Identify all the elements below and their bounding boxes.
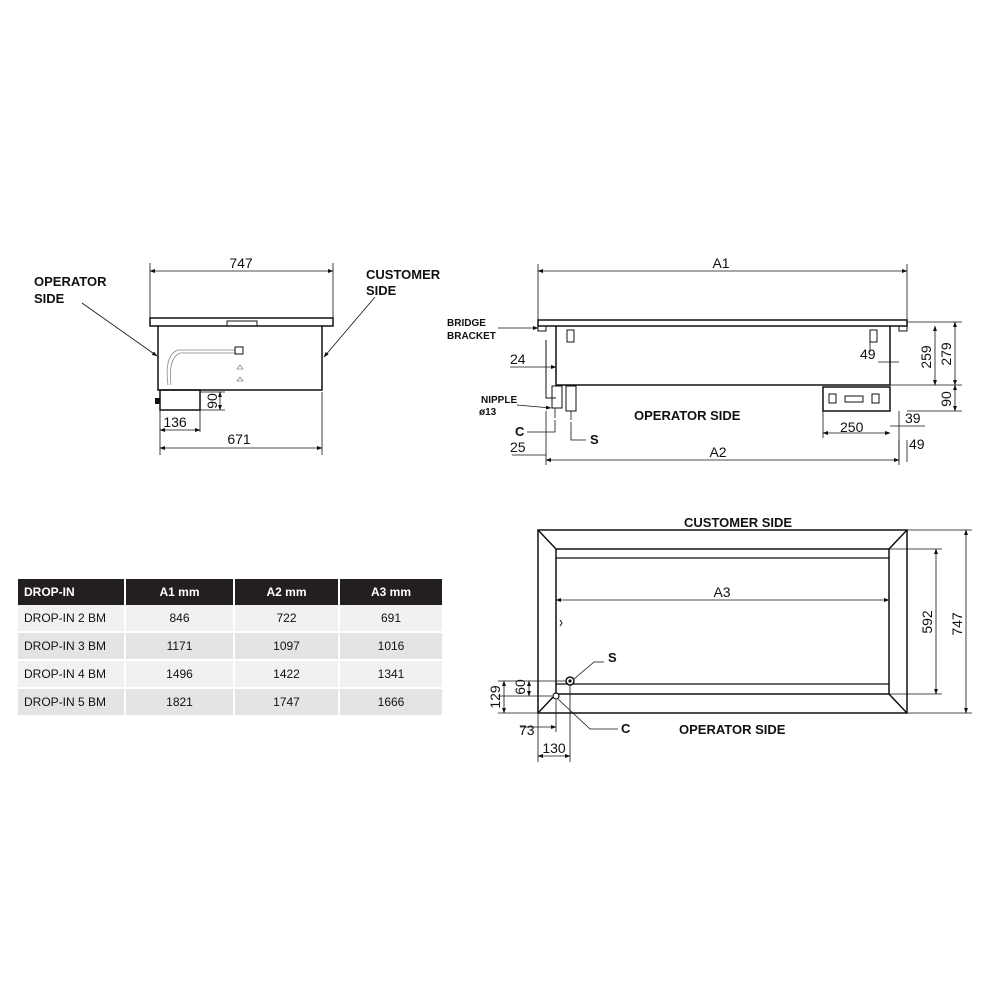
header-a1: A1 mm [125, 579, 235, 605]
nipple-label-2: ø13 [479, 407, 497, 418]
cell-a2: 1747 [234, 688, 340, 717]
dim-592-text: 592 [919, 610, 935, 634]
dimensions-table: DROP-IN A1 mm A2 mm A3 mm DROP-IN 2 BM 8… [18, 579, 442, 717]
front-s-label: S [590, 432, 599, 447]
front-operator-label: OPERATOR SIDE [634, 408, 741, 423]
cell-a3: 1666 [339, 688, 442, 717]
bridge-label-2: BRACKET [447, 331, 496, 342]
dim-25-text: 25 [510, 439, 526, 455]
cell-model: DROP-IN 5 BM [18, 688, 126, 717]
cell-a1: 1171 [125, 632, 235, 661]
dim-90-text: 90 [204, 393, 220, 409]
cell-a1: 846 [125, 605, 235, 633]
dim-250-text: 250 [840, 419, 864, 435]
top-view: CUSTOMER SIDE OPERATOR SIDE A3 592 747 [487, 515, 972, 762]
table-header-row: DROP-IN A1 mm A2 mm A3 mm [18, 579, 442, 605]
c-connector [552, 692, 560, 700]
cell-model: DROP-IN 3 BM [18, 632, 126, 661]
cell-model: DROP-IN 4 BM [18, 660, 126, 689]
table-row: DROP-IN 4 BM 1496 1422 1341 [18, 660, 442, 689]
dim-39-text: 39 [905, 410, 921, 426]
dim-279-text: 279 [938, 342, 954, 366]
cell-a1: 1821 [125, 688, 235, 717]
header-a3: A3 mm [339, 579, 442, 605]
dim-747-top-text: 747 [949, 612, 965, 636]
cell-a3: 691 [339, 605, 442, 633]
table-row: DROP-IN 5 BM 1821 1747 1666 [18, 688, 442, 717]
dim-130-text: 130 [542, 740, 566, 756]
nipple-label-1: NIPPLE [481, 395, 517, 406]
top-customer-label: CUSTOMER SIDE [684, 515, 792, 530]
cell-a2: 1422 [234, 660, 340, 689]
cell-a2: 722 [234, 605, 340, 633]
top-plate [149, 317, 334, 327]
control-box [159, 389, 201, 411]
top-operator-label: OPERATOR SIDE [679, 722, 786, 737]
dim-90-front-text: 90 [938, 391, 954, 407]
outer-frame [537, 529, 908, 714]
dim-60-text: 60 [512, 679, 528, 695]
header-a2: A2 mm [234, 579, 340, 605]
dim-136-text: 136 [163, 414, 187, 430]
header-model: DROP-IN [18, 579, 126, 605]
table-row: DROP-IN 2 BM 846 722 691 [18, 605, 442, 633]
front-view: A1 BRIDGE BRACKET 24 NIPPLE ø13 C [447, 255, 962, 465]
front-well [555, 326, 891, 386]
operator-side-label-1: OPERATOR [34, 274, 107, 289]
front-c-label: C [515, 424, 525, 439]
operator-side-label-2: SIDE [34, 291, 65, 306]
dim-a1-text: A1 [712, 255, 729, 271]
front-control-box [822, 386, 891, 412]
cell-model: DROP-IN 2 BM [18, 605, 126, 633]
front-top-plate [537, 319, 908, 327]
top-c-label: C [621, 721, 631, 736]
side-view: 747 90 136 671 OPERATOR SIDE CUSTOME [34, 255, 441, 455]
cell-a3: 1016 [339, 632, 442, 661]
top-s-label: S [608, 650, 617, 665]
dim-129-text: 129 [487, 685, 503, 709]
customer-side-label-1: CUSTOMER [366, 267, 441, 282]
well-body [157, 326, 323, 391]
customer-side-label-2: SIDE [366, 283, 397, 298]
cell-a2: 1097 [234, 632, 340, 661]
dim-24-text: 24 [510, 351, 526, 367]
dim-a3-text: A3 [713, 584, 730, 600]
dim-73-text: 73 [519, 722, 535, 738]
dim-671-text: 671 [227, 431, 251, 447]
dim-259-text: 259 [918, 345, 934, 369]
cell-a3: 1341 [339, 660, 442, 689]
dim-49-top-text: 49 [860, 346, 876, 362]
cell-a1: 1496 [125, 660, 235, 689]
bridge-label-1: BRIDGE [447, 318, 486, 329]
dim-49-bottom-text: 49 [909, 436, 925, 452]
dim-747-text: 747 [229, 255, 253, 271]
dim-a2-text: A2 [709, 444, 726, 460]
table-row: DROP-IN 3 BM 1171 1097 1016 [18, 632, 442, 661]
inner-opening [555, 548, 890, 695]
